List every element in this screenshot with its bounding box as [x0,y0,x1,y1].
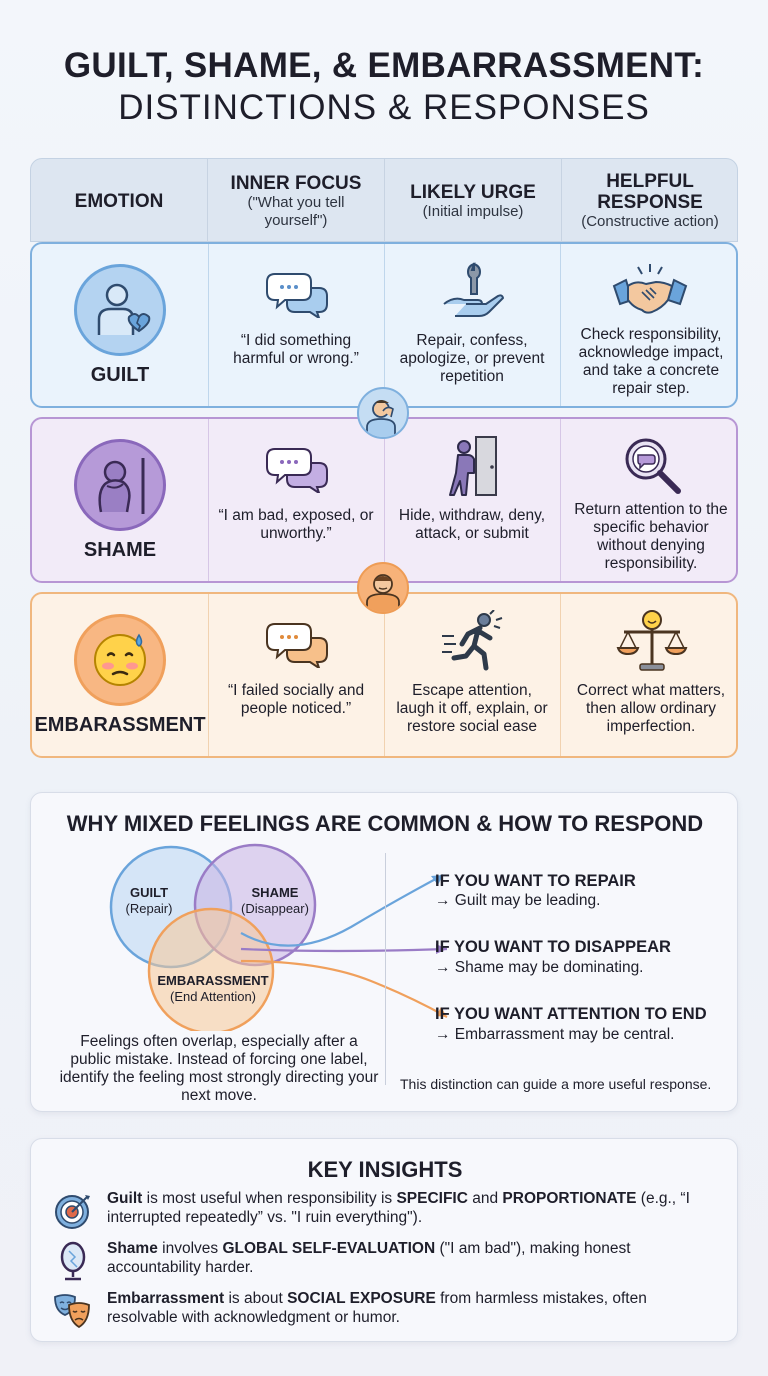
person-hiding-door-icon [446,433,502,504]
insight-guilt-text: Guilt is most useful when responsibility… [107,1189,717,1227]
venn-name: GUILT [129,885,169,900]
want-repair-desc: → Guilt may be leading. [435,892,601,909]
speech-bubbles-icon [265,270,329,323]
theater-masks-icon [53,1291,93,1336]
venn-label-shame: SHAME(Disappear) [235,885,315,917]
guilt-person-icon [74,264,166,356]
mixed-feelings-card: WHY MIXED FEELINGS ARE COMMON & HOW TO R… [30,792,738,1112]
shame-person-icon [74,439,166,531]
emotion-name-guilt: GUILT [90,364,150,386]
embarrassed-face-icon [74,614,166,706]
inner-focus-embarrassment: “I failed socially and people noticed.” [227,682,365,717]
divider [385,853,386,1085]
title-line-1: GUILT, SHAME, & EMBARRASSMENT: [63,46,705,85]
emotion-name-shame: SHAME [83,539,157,561]
inner-focus-shame: “I am bad, exposed, or unworthy.” [218,507,374,542]
target-icon [53,1191,93,1236]
mixed-feelings-title: WHY MIXED FEELINGS ARE COMMON & HOW TO R… [66,811,704,836]
insight-text-part: and [467,1190,503,1207]
header-subtitle: (Initial impulse) [422,202,524,220]
header-title: HELPFUL RESPONSE [597,171,703,213]
row-guilt: GUILT “I did something harmful or wrong.… [30,242,738,408]
title-line-2: DISTINCTIONS & RESPONSES [118,88,650,127]
key-insights-card: KEY INSIGHTS Guilt is most useful when r… [30,1138,738,1342]
table-header: EMOTION INNER FOCUS ("What you tell your… [30,158,738,243]
insight-guilt: Guilt is most useful when responsibility… [53,1189,717,1233]
want-attention-end-desc: → Embarrassment may be central. [435,1026,675,1043]
speech-bubbles-icon [265,620,329,673]
emotion-name-embarrassment: EMBARASSMENT [34,714,206,736]
insight-embarrassment-text: Embarrassment is about SOCIAL EXPOSURE f… [107,1289,717,1327]
overlap-explanation: Feelings often overlap, especially after… [59,1033,379,1104]
balance-scale-icon [616,608,688,677]
venn-label-embarrassment: EMBARASSMENT(End Attention) [149,973,277,1005]
insight-text-part: involves [157,1240,223,1257]
venn-diagram [109,843,448,1031]
helpful-response-embarrassment: Correct what matters, then allow ordinar… [576,682,726,735]
header-emotion: EMOTION [31,159,207,243]
insight-shame: Shame involves GLOBAL SELF-EVALUATION ("… [53,1239,717,1283]
inner-focus-guilt: “I did something harmful or wrong.” [233,332,359,367]
mixed-footer-note: This distinction can guide a more useful… [400,1076,712,1092]
likely-urge-guilt: Repair, confess, apologize, or prevent r… [399,332,545,385]
insight-text-part: is about [224,1290,288,1307]
venn-sub: (End Attention) [170,989,256,1004]
insight-text-part: is most useful when responsibility is [142,1190,397,1207]
insight-text-part: ("I am bad"), making honest accountabili… [107,1240,631,1276]
header-title: INNER FOCUS [230,172,362,194]
helpful-response-shame: Return attention to the specific behavio… [574,501,728,572]
want-attention-end-title: IF YOU WANT ATTENTION TO END [435,1005,707,1023]
key-insights-title: KEY INSIGHTS [307,1157,463,1182]
magnifying-glass-icon [622,435,684,502]
insight-text-part: from harmless mistakes, often resolvable… [107,1290,647,1326]
insight-lead: Embarrassment [107,1290,225,1307]
insight-shame-text: Shame involves GLOBAL SELF-EVALUATION ("… [107,1239,717,1277]
venn-label-guilt: GUILT(Repair) [119,885,179,917]
venn-sub: (Disappear) [241,901,309,916]
insight-keyword: SPECIFIC [396,1190,468,1207]
insight-keyword: GLOBAL SELF-EVALUATION [222,1240,436,1257]
want-disappear-desc: → Shame may be dominating. [435,959,644,976]
insight-keyword: PROPORTIONATE [502,1190,637,1207]
insight-text-part: (e.g., “I interrupted repeatedly” vs. "I… [107,1190,690,1226]
mirror-icon [53,1241,93,1286]
likely-urge-shame: Hide, withdraw, deny, attack, or submit [398,507,546,542]
header-helpful-response: HELPFUL RESPONSE (Constructive action) [562,159,738,243]
hand-wrench-icon [440,260,506,327]
row-shame: SHAME “I am bad, exposed, or unworthy.” … [30,417,738,583]
handshake-icon [612,262,688,325]
header-likely-urge: LIKELY URGE (Initial impulse) [385,159,561,243]
likely-urge-embarrassment: Escape attention, laugh it off, explain,… [396,682,548,735]
insight-lead: Shame [107,1240,158,1257]
helpful-response-guilt: Check responsibility, acknowledge impact… [578,326,724,397]
insight-embarrassment: Embarrassment is about SOCIAL EXPOSURE f… [53,1289,717,1333]
connector-face-palm-icon [357,387,409,439]
venn-name: EMBARASSMENT [157,973,269,988]
emotion-table: EMOTION INNER FOCUS ("What you tell your… [30,158,738,758]
want-repair-title: IF YOU WANT TO REPAIR [435,872,636,890]
venn-name: SHAME [251,885,299,900]
venn-sub: (Repair) [125,901,173,916]
header-subtitle: (Constructive action) [581,213,719,230]
row-embarrassment: EMBARASSMENT “I failed socially and peop… [30,592,738,758]
connector-worried-person-icon [357,562,409,614]
header-inner-focus: INNER FOCUS ("What you tell yourself") [208,159,384,243]
header-title: EMOTION [74,190,164,212]
insight-lead: Guilt [107,1190,143,1207]
running-person-icon [440,609,506,677]
want-disappear-title: IF YOU WANT TO DISAPPEAR [435,938,671,956]
header-title: LIKELY URGE [410,181,536,203]
header-subtitle: ("What you tell yourself") [247,193,345,229]
speech-bubbles-icon [265,445,329,498]
insight-keyword: SOCIAL EXPOSURE [287,1290,436,1307]
